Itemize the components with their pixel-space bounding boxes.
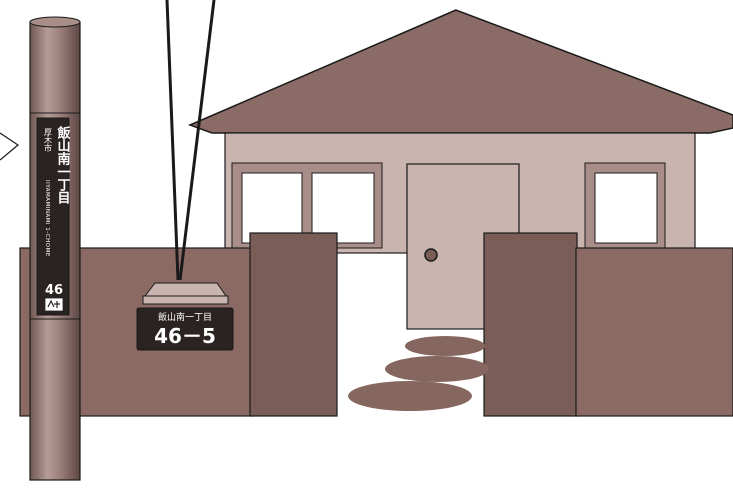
plate-house-number: 46－5	[154, 324, 216, 348]
fence-right	[576, 248, 733, 416]
pole-address-sign: 厚木市 飯山南一丁目 IIYAMAMINAMI 1-CHOME 46	[37, 118, 71, 315]
pole-sign-romaji: IIYAMAMINAMI 1-CHOME	[44, 180, 50, 257]
gate-pillar-right	[484, 233, 577, 416]
pointer-line	[180, 0, 214, 280]
stepping-stones	[348, 336, 489, 411]
door-knob	[425, 249, 437, 261]
stepping-stone	[405, 336, 485, 356]
pole-sign-area: 飯山南一丁目	[55, 125, 72, 205]
right-window	[585, 163, 665, 248]
pole-top	[30, 17, 80, 27]
pointer-line	[167, 0, 178, 280]
mailbox	[143, 283, 228, 304]
municipal-emblem-icon	[45, 298, 63, 311]
stepping-stone	[348, 381, 472, 411]
stepping-stone	[385, 356, 489, 382]
house-number-plate: 飯山南一丁目 46－5	[137, 308, 233, 350]
pole-sign-block-number: 46	[45, 283, 63, 298]
plate-area-name: 飯山南一丁目	[158, 311, 212, 323]
house-roof	[190, 10, 733, 133]
gate-pillar-left	[250, 233, 337, 416]
callout-line	[0, 133, 18, 160]
pole-sign-city: 厚木市	[44, 128, 53, 153]
